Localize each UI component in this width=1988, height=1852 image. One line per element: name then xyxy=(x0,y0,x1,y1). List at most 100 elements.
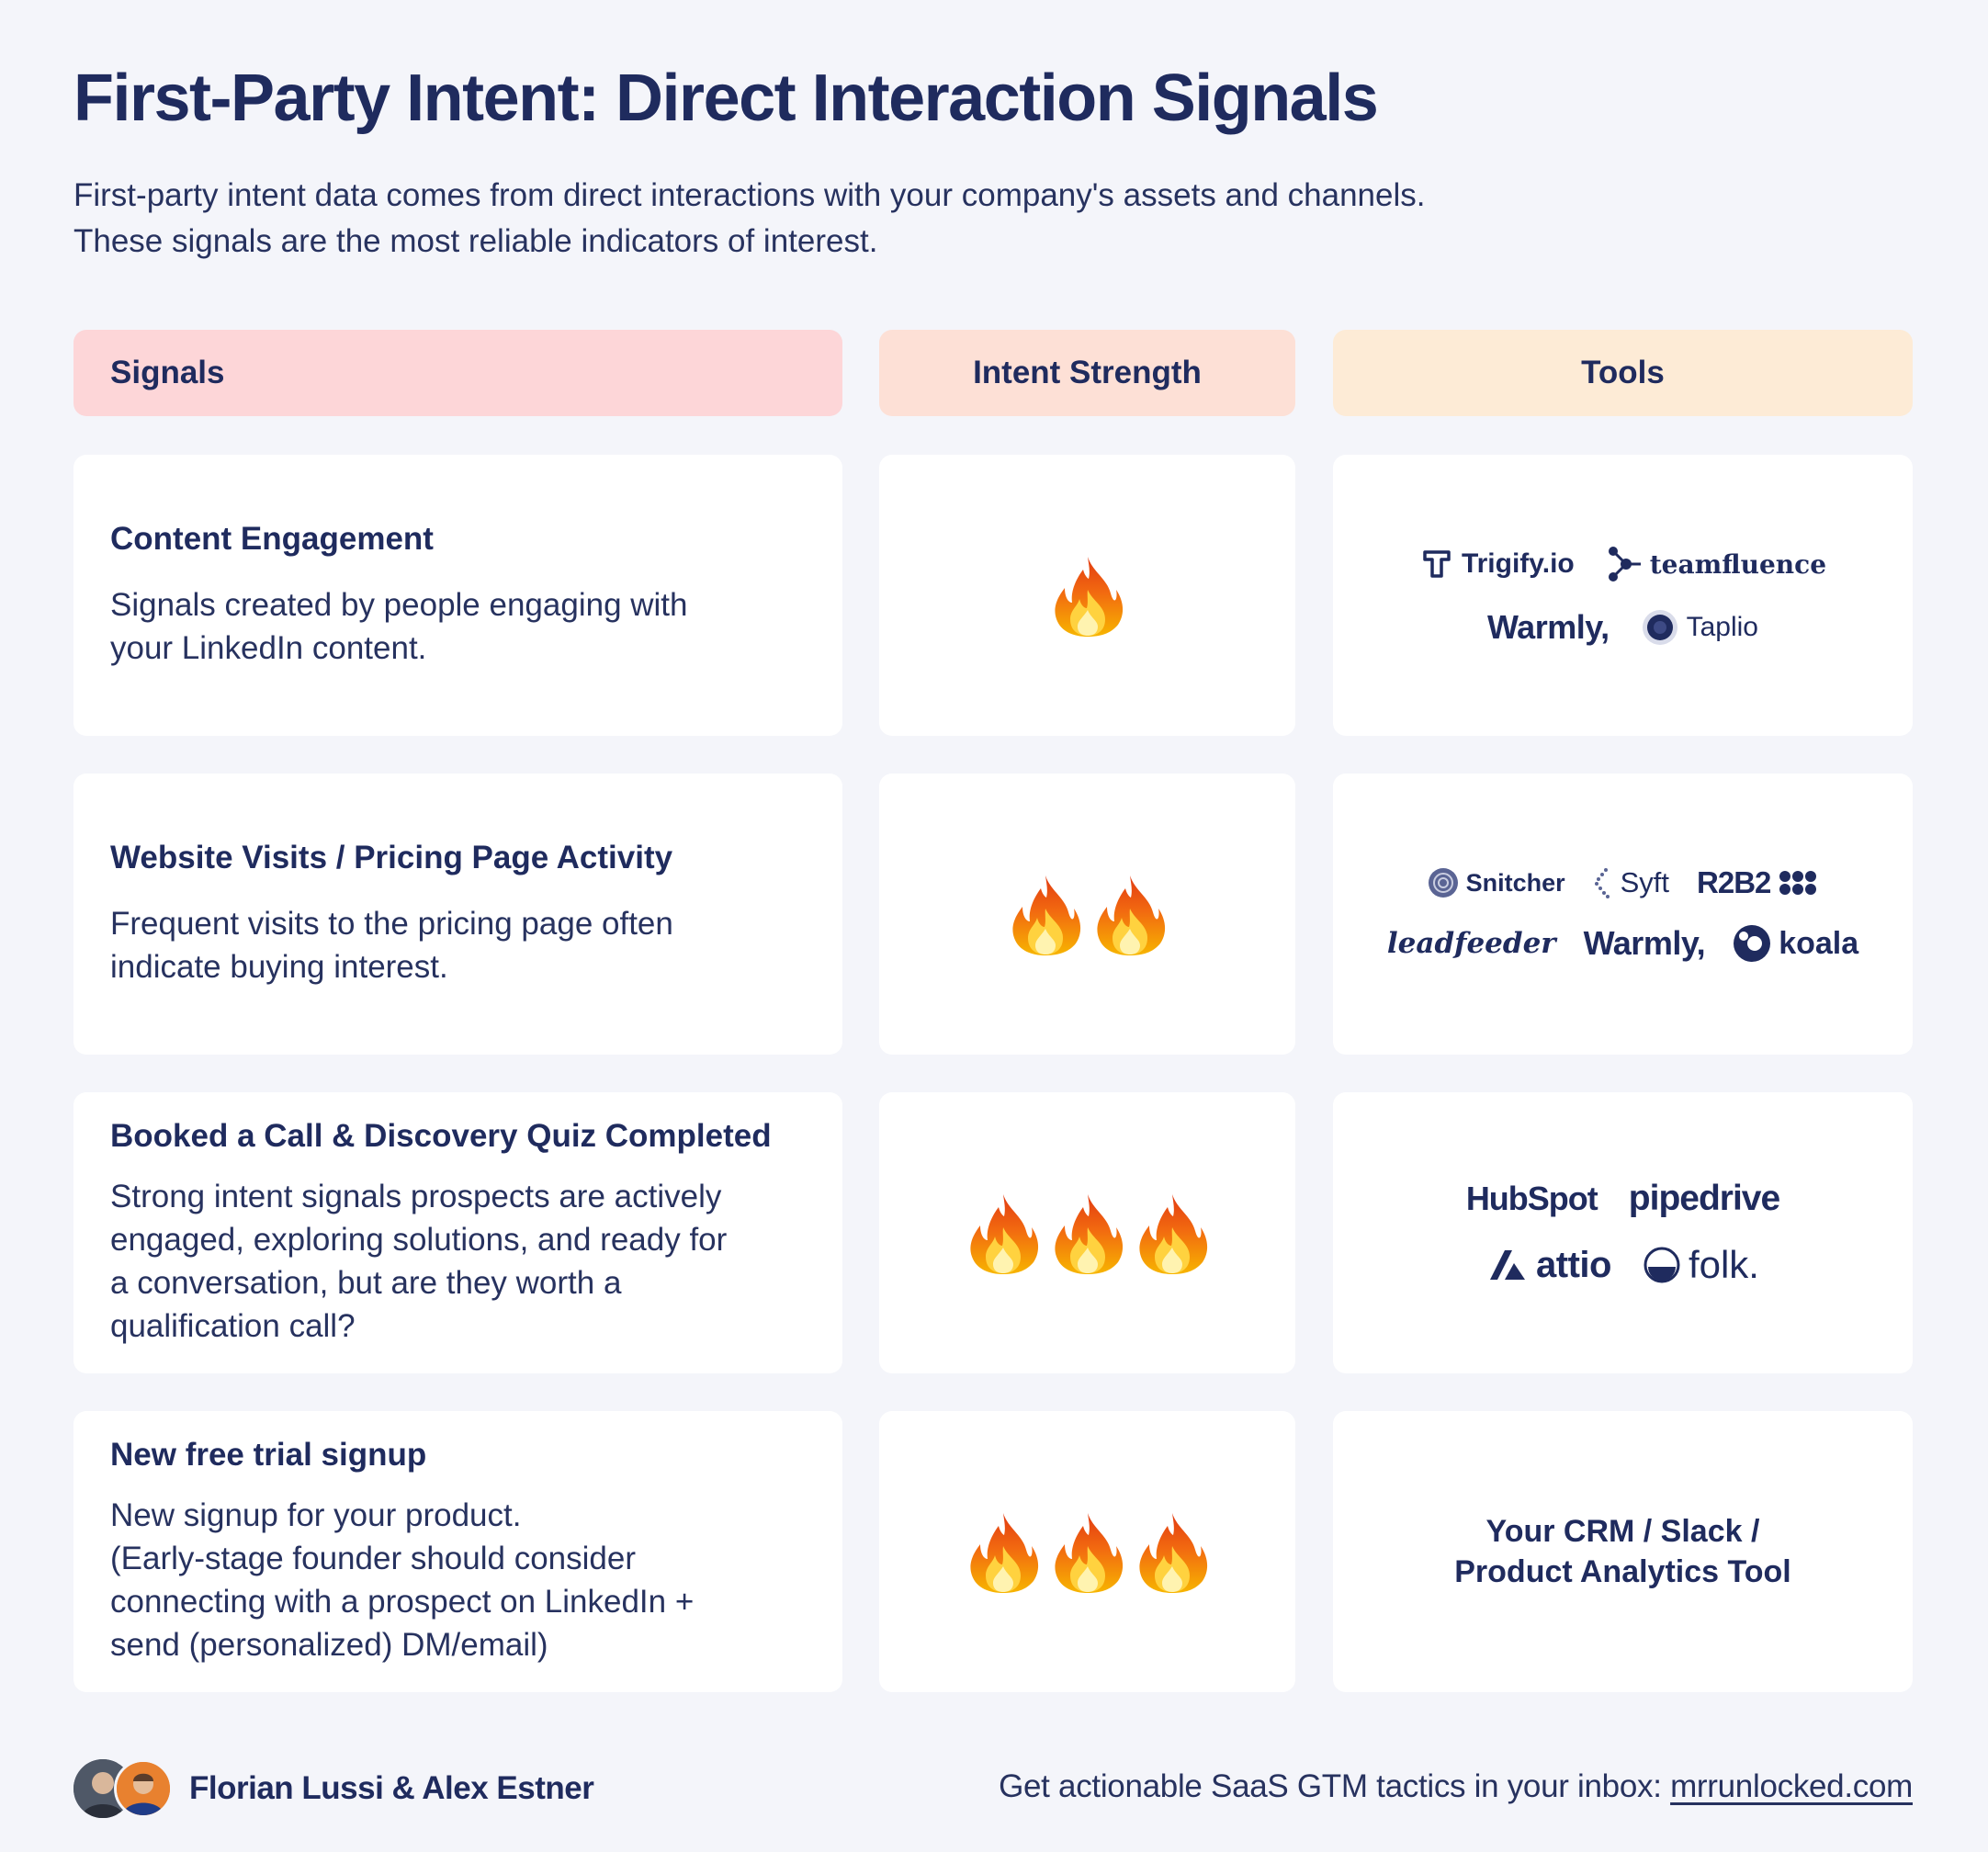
warmly-logo: Warmly, xyxy=(1584,924,1706,963)
logo-text: HubSpot xyxy=(1465,1180,1598,1217)
header-signals: Signals xyxy=(73,330,842,416)
logo-row: Warmly, Taplio xyxy=(1487,608,1758,647)
logo-text: R2B2 xyxy=(1697,865,1771,899)
strength-card-2 xyxy=(879,774,1295,1055)
signal-title: Content Engagement xyxy=(110,521,434,557)
logo-text: teamfluence xyxy=(1649,548,1827,580)
teamfluence-logo: teamfluence xyxy=(1606,544,1826,584)
logo-text: pipedrive xyxy=(1628,1179,1780,1218)
tools-card-1: Trigify.io teamfluence Warmly, Taplio xyxy=(1333,455,1913,736)
fire-icon xyxy=(1092,872,1168,956)
taplio-icon xyxy=(1642,610,1677,645)
strength-card-3 xyxy=(879,1092,1295,1373)
desc-line: (Early-stage founder should consider xyxy=(110,1541,636,1576)
desc-line: Strong intent signals prospects are acti… xyxy=(110,1179,722,1214)
r2b2-logo: R2B2 xyxy=(1697,865,1818,900)
author-names: Florian Lussi & Alex Estner xyxy=(189,1770,594,1806)
snitcher-logo: Snitcher xyxy=(1428,867,1565,898)
attio-icon xyxy=(1490,1250,1526,1280)
logo-row: Snitcher Syft R2B2 xyxy=(1428,865,1819,900)
signal-card-booked-call: Booked a Call & Discovery Quiz Completed… xyxy=(73,1092,842,1373)
fire-icon xyxy=(1008,872,1083,956)
signal-title: Website Visits / Pricing Page Activity xyxy=(110,840,673,875)
avatar xyxy=(114,1759,173,1818)
logo-text: attio xyxy=(1536,1244,1611,1285)
folk-logo: folk. xyxy=(1643,1243,1759,1287)
desc-line: Frequent visits to the pricing page ofte… xyxy=(110,906,673,942)
desc-line: Signals created by people engaging with xyxy=(110,587,688,623)
signal-description: New signup for your product. (Early-stag… xyxy=(110,1494,806,1666)
desc-line: a conversation, but are they worth a xyxy=(110,1265,622,1301)
strength-card-1 xyxy=(879,455,1295,736)
leadfeeder-logo: leadfeeder xyxy=(1387,927,1556,960)
folk-icon xyxy=(1643,1247,1680,1283)
trigify-logo: Trigify.io xyxy=(1419,547,1575,582)
logo-text: Warmly, xyxy=(1583,924,1706,962)
logo-row: HubSpot pipedrive xyxy=(1466,1179,1780,1219)
subtitle-line-2: These signals are the most reliable indi… xyxy=(73,223,878,259)
tools-card-3: HubSpot pipedrive attio folk. xyxy=(1333,1092,1913,1373)
header-tools: Tools xyxy=(1333,330,1913,416)
koala-icon xyxy=(1734,925,1771,962)
fire-icon xyxy=(1050,553,1125,638)
newsletter-link[interactable]: mrrunlocked.com xyxy=(1670,1768,1913,1804)
subtitle-line-1: First-party intent data comes from direc… xyxy=(73,177,1426,213)
hubspot-logo: HubSpot xyxy=(1466,1180,1598,1218)
taplio-logo: Taplio xyxy=(1641,608,1758,647)
signal-description: Frequent visits to the pricing page ofte… xyxy=(110,902,806,988)
r2b2-icon xyxy=(1779,871,1817,895)
page-title: First-Party Intent: Direct Interaction S… xyxy=(73,62,1379,135)
desc-line: connecting with a prospect on LinkedIn + xyxy=(110,1584,695,1620)
fire-icon xyxy=(966,1509,1041,1594)
cta-text: Get actionable SaaS GTM tactics in your … xyxy=(999,1768,1662,1804)
signal-description: Strong intent signals prospects are acti… xyxy=(110,1175,806,1348)
snitcher-icon xyxy=(1428,868,1458,898)
fire-icon xyxy=(966,1191,1041,1275)
signal-card-free-trial: New free trial signup New signup for you… xyxy=(73,1411,842,1692)
footer-authors: Florian Lussi & Alex Estner xyxy=(73,1759,594,1818)
logo-row: attio folk. xyxy=(1486,1243,1759,1287)
tools-text-line: Your CRM / Slack / xyxy=(1485,1514,1760,1549)
desc-line: New signup for your product. xyxy=(110,1497,522,1533)
logo-text: Taplio xyxy=(1686,612,1758,642)
warmly-logo: Warmly, xyxy=(1487,608,1610,647)
header-intent-strength: Intent Strength xyxy=(879,330,1295,416)
author-avatars xyxy=(73,1759,173,1818)
logo-text: Trigify.io xyxy=(1461,548,1575,579)
tools-text-line: Product Analytics Tool xyxy=(1454,1554,1791,1589)
desc-line: engaged, exploring solutions, and ready … xyxy=(110,1222,728,1258)
syft-icon xyxy=(1594,868,1610,898)
koala-logo: koala xyxy=(1733,924,1858,963)
desc-line: indicate buying interest. xyxy=(110,949,448,985)
tools-text: Your CRM / Slack / Product Analytics Too… xyxy=(1454,1511,1790,1592)
fire-icon xyxy=(1050,1191,1125,1275)
fire-icon xyxy=(1135,1191,1210,1275)
page-subtitle: First-party intent data comes from direc… xyxy=(73,173,1819,265)
logo-text: folk. xyxy=(1688,1243,1759,1286)
trigify-icon xyxy=(1423,550,1451,578)
signal-card-website-visits: Website Visits / Pricing Page Activity F… xyxy=(73,774,842,1055)
logo-text: koala xyxy=(1779,925,1859,961)
signal-title: Booked a Call & Discovery Quiz Completed xyxy=(110,1118,772,1154)
strength-card-4 xyxy=(879,1411,1295,1692)
logo-text: Warmly, xyxy=(1487,608,1610,646)
logo-row: Trigify.io teamfluence xyxy=(1419,544,1826,584)
desc-line: send (personalized) DM/email) xyxy=(110,1627,548,1663)
pipedrive-logo: pipedrive xyxy=(1628,1179,1780,1219)
desc-line: your LinkedIn content. xyxy=(110,630,427,666)
footer-cta: Get actionable SaaS GTM tactics in your … xyxy=(999,1768,1913,1805)
logo-row: leadfeeder Warmly, koala xyxy=(1387,924,1858,963)
logo-text: Syft xyxy=(1620,866,1670,898)
logo-text: leadfeeder xyxy=(1386,927,1556,960)
signal-description: Signals created by people engaging with … xyxy=(110,583,806,670)
syft-logo: Syft xyxy=(1593,866,1669,899)
attio-logo: attio xyxy=(1486,1245,1611,1286)
desc-line: qualification call? xyxy=(110,1308,356,1344)
fire-icon xyxy=(1050,1509,1125,1594)
signal-card-content-engagement: Content Engagement Signals created by pe… xyxy=(73,455,842,736)
tools-card-4: Your CRM / Slack / Product Analytics Too… xyxy=(1333,1411,1913,1692)
signal-title: New free trial signup xyxy=(110,1437,427,1473)
fire-icon xyxy=(1135,1509,1210,1594)
teamfluence-icon xyxy=(1608,547,1641,582)
tools-card-2: Snitcher Syft R2B2 leadfeeder Warmly, ko… xyxy=(1333,774,1913,1055)
